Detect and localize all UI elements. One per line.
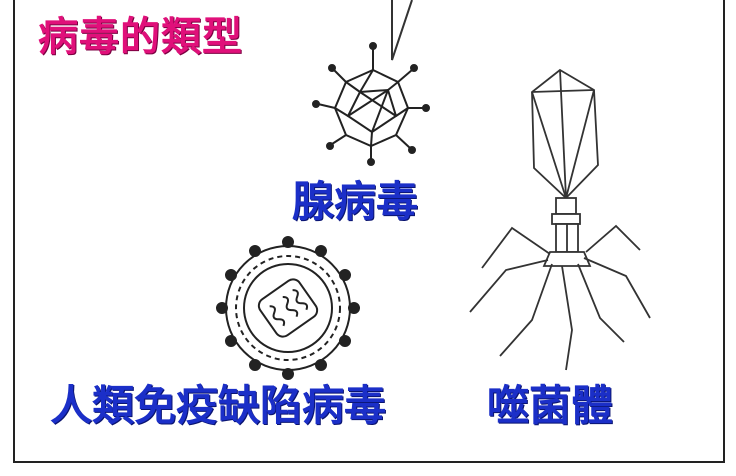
bacteriophage-drawing: [469, 68, 651, 371]
hiv-drawing: [216, 236, 360, 380]
callout-pointer: [391, 0, 413, 61]
slide-title: 病毒的類型: [38, 14, 243, 60]
label-hiv: 人類免疫缺陷病毒: [50, 381, 387, 430]
adenovirus-drawing: [312, 42, 430, 166]
label-adenovirus: 腺病毒: [292, 177, 419, 226]
label-bacteriophage: 噬菌體: [487, 381, 614, 430]
